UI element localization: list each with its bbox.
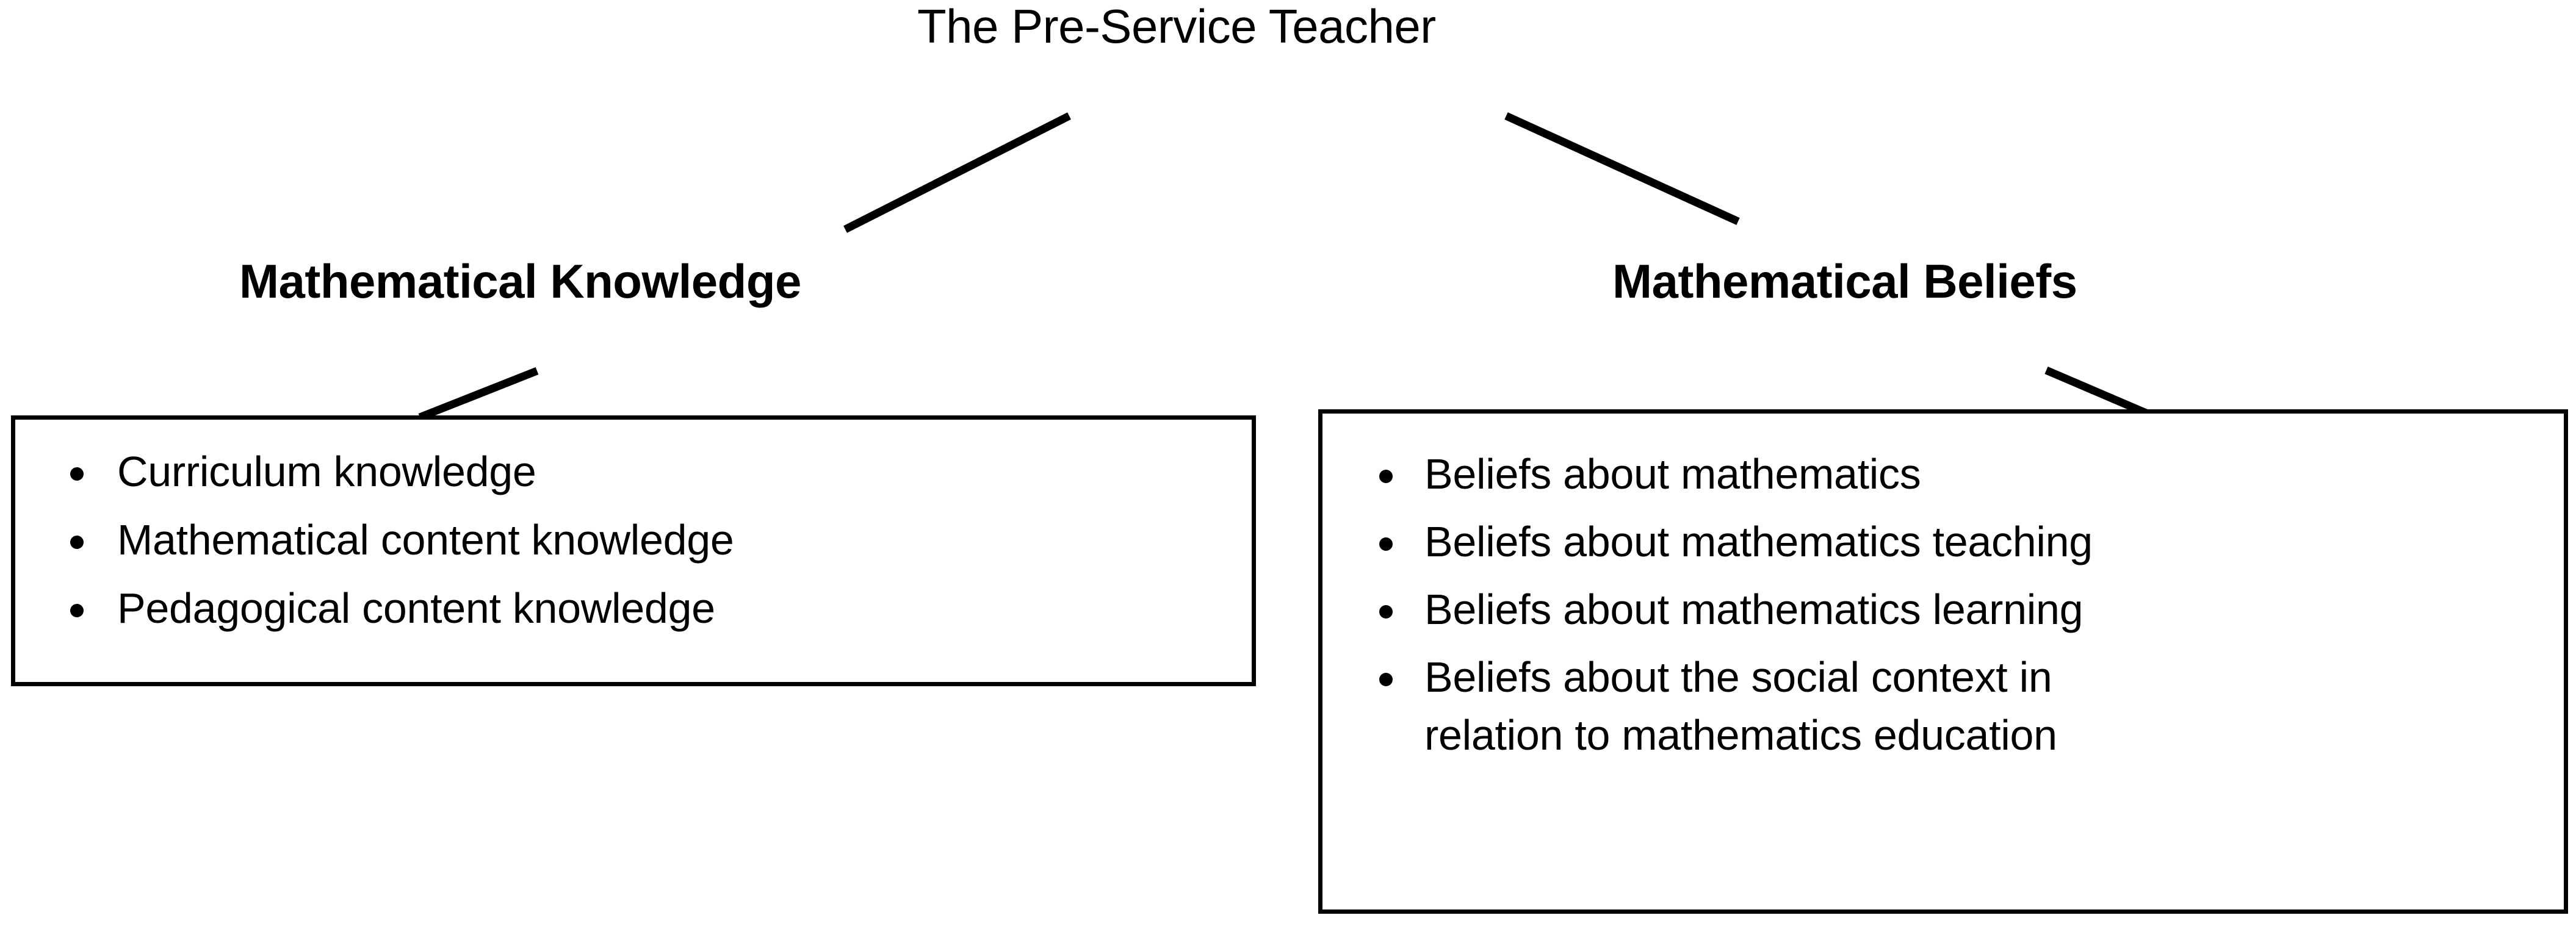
list-item-label: Mathematical content knowledge [117, 516, 734, 564]
branch-heading-mathematical-beliefs: Mathematical Beliefs [1612, 254, 2077, 308]
list-item-label: Beliefs about mathematics [1424, 450, 1921, 498]
list-item: Beliefs about mathematics [1322, 445, 2564, 503]
list-item: Pedagogical content knowledge [15, 579, 1252, 637]
root-node-title: The Pre-Service Teacher [917, 0, 1436, 53]
list-item: Mathematical content knowledge [15, 511, 1252, 569]
list-item: Beliefs about mathematics learning [1322, 581, 2564, 639]
bullet-list-mathematical-beliefs: Beliefs about mathematics Beliefs about … [1322, 445, 2564, 774]
list-item-label: Beliefs about mathematics learning [1424, 586, 2084, 633]
bullet-list-mathematical-knowledge: Curriculum knowledge Mathematical conten… [15, 443, 1252, 648]
list-item-label: Beliefs about mathematics teaching [1424, 518, 2093, 565]
bullet-dot-icon [1379, 673, 1393, 686]
list-item-label: Beliefs about the social context in rela… [1424, 653, 2057, 759]
list-item-label: Pedagogical content knowledge [117, 584, 715, 632]
bullet-dot-icon [1379, 605, 1393, 619]
list-item: Curriculum knowledge [15, 443, 1252, 501]
connector-root-to-right [1504, 112, 1740, 225]
bullet-dot-icon [70, 604, 84, 617]
node-box-mathematical-beliefs: Beliefs about mathematics Beliefs about … [1318, 409, 2568, 914]
bullet-dot-icon [70, 467, 84, 481]
list-item-label: Curriculum knowledge [117, 448, 536, 495]
bullet-dot-icon [1379, 470, 1393, 483]
branch-heading-mathematical-knowledge: Mathematical Knowledge [239, 254, 801, 308]
list-item: Beliefs about mathematics teaching [1322, 513, 2564, 571]
connector-left-heading-to-box [418, 367, 539, 421]
bullet-dot-icon [1379, 537, 1393, 551]
bullet-dot-icon [70, 536, 84, 549]
node-box-mathematical-knowledge: Curriculum knowledge Mathematical conten… [11, 415, 1256, 686]
list-item: Beliefs about the social context in rela… [1322, 648, 2564, 764]
connector-root-to-left [843, 112, 1071, 233]
